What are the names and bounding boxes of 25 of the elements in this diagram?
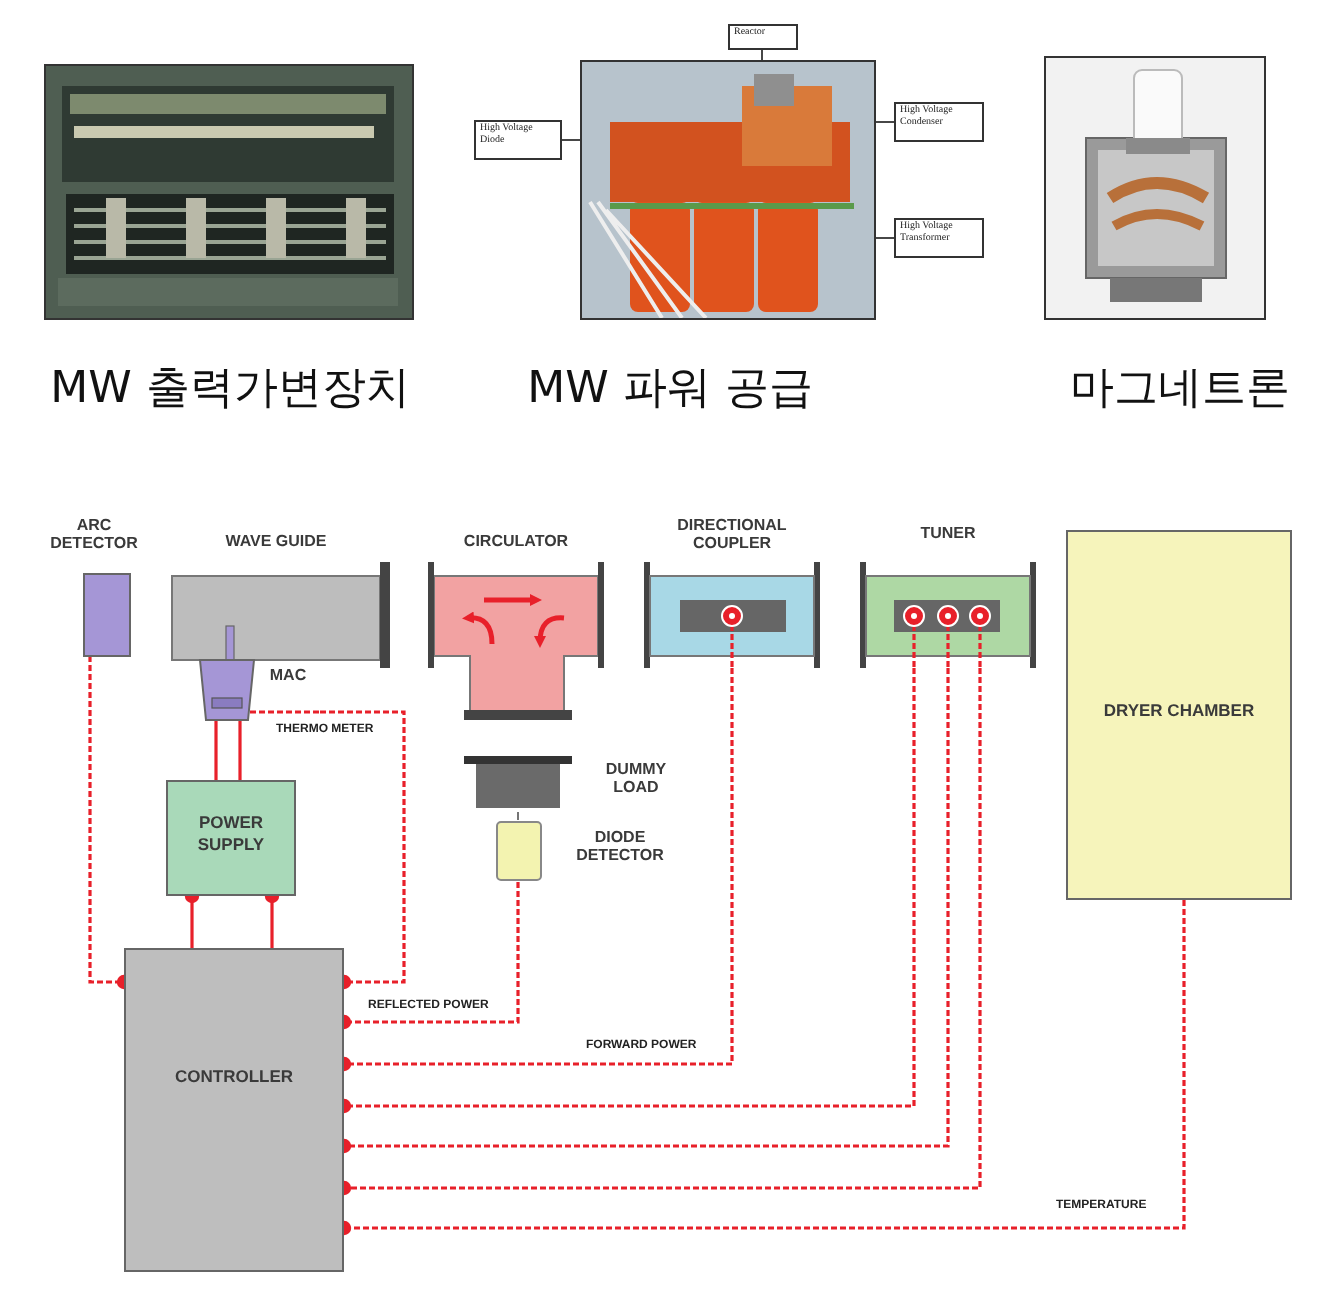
controller-box: CONTROLLER xyxy=(124,948,344,1272)
component-label: ARC DETECTOR xyxy=(48,516,140,553)
component-label: DIODE DETECTOR xyxy=(574,828,666,865)
photo-caption: MW 출력가변장치 xyxy=(48,362,412,418)
leader-line xyxy=(561,139,581,141)
component-label: DUMMY LOAD xyxy=(603,760,669,797)
leader-line xyxy=(875,237,895,239)
component-label: CIRCULATOR xyxy=(461,532,571,551)
equipment-photo xyxy=(1044,56,1266,320)
connector-line xyxy=(517,811,519,821)
component-label: TUNER xyxy=(918,524,978,543)
power-supply-box: POWER SUPPLY xyxy=(166,780,296,896)
component-label: MAC xyxy=(267,666,309,685)
signal-wire xyxy=(320,710,406,990)
chamber-box: DRYER CHAMBER xyxy=(1066,530,1292,900)
signal-wire xyxy=(214,720,218,780)
signal-wire xyxy=(238,720,242,780)
photo-caption: 마그네트론 xyxy=(1068,362,1292,418)
equipment-photo xyxy=(44,64,414,320)
leader-line xyxy=(761,49,763,61)
equipment-photo xyxy=(580,60,876,320)
component-label: DIRECTIONAL COUPLER xyxy=(675,516,789,553)
photo-caption: MW 파워 공급 xyxy=(525,362,815,418)
component-label: WAVE GUIDE xyxy=(223,532,329,551)
leader-line xyxy=(875,121,895,123)
